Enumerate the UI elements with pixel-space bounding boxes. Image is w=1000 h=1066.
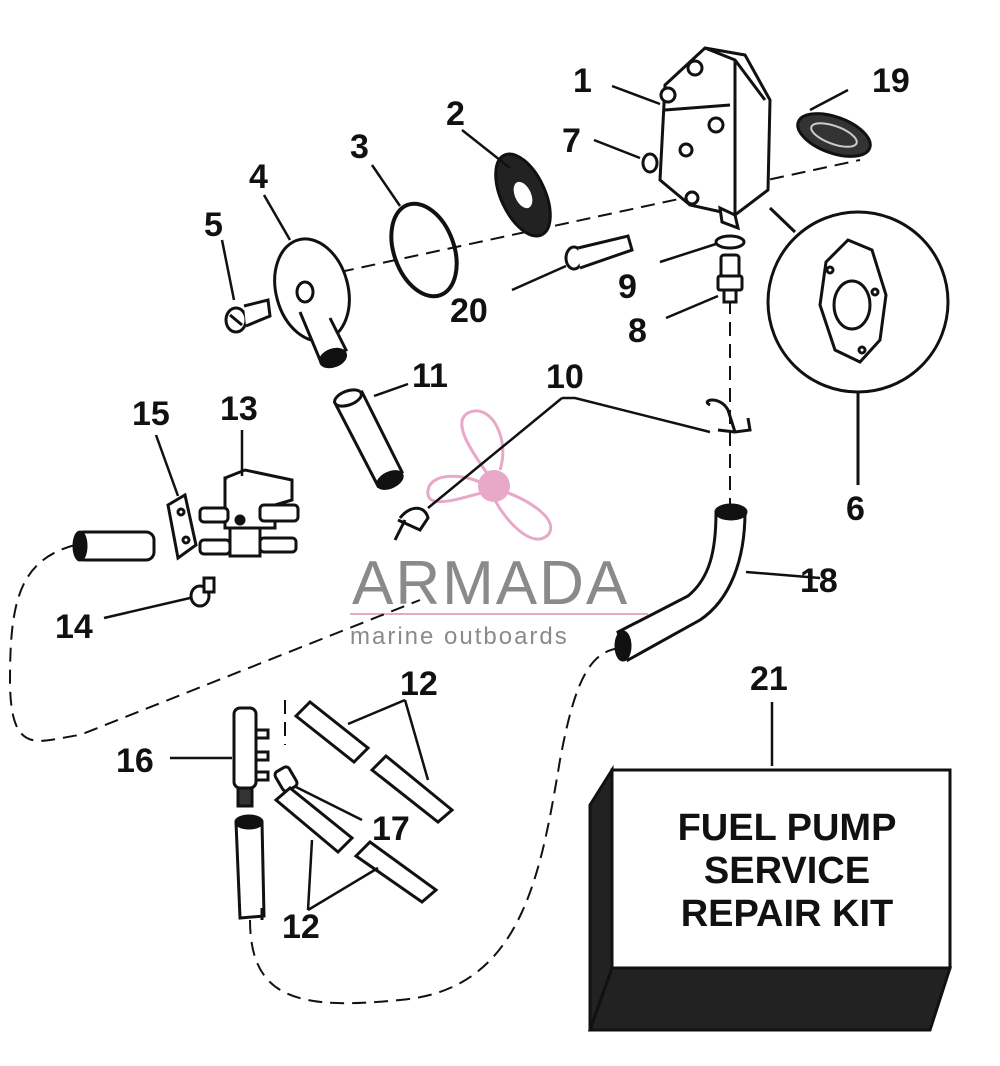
callout-3: 3 xyxy=(350,128,369,166)
leader-lines xyxy=(103,84,849,912)
callout-12-upper: 12 xyxy=(400,665,438,703)
callout-1: 1 xyxy=(573,62,592,100)
callout-10: 10 xyxy=(546,358,584,396)
callout-12-lower: 12 xyxy=(282,908,320,946)
callout-11: 11 xyxy=(412,357,448,395)
hose-18 xyxy=(614,503,748,663)
callout-20: 20 xyxy=(450,292,488,330)
callout-16: 16 xyxy=(116,742,154,780)
o-ring-9 xyxy=(714,234,746,250)
callout-13: 13 xyxy=(220,390,258,428)
hose-left xyxy=(72,530,156,562)
gasket-detail-6 xyxy=(766,206,950,485)
hose-clip-10-lower xyxy=(393,506,430,541)
fuel-filter-13 xyxy=(198,468,300,558)
watermark-brand: ARMADA xyxy=(352,549,629,618)
hoses-12 xyxy=(234,699,455,920)
kit-line-1: FUEL PUMP xyxy=(678,807,897,849)
callout-8: 8 xyxy=(628,312,647,350)
callout-19: 19 xyxy=(872,62,910,100)
pump-housing xyxy=(658,46,772,231)
callout-14: 14 xyxy=(55,608,93,646)
callout-5: 5 xyxy=(204,206,223,244)
kit-line-2: SERVICE xyxy=(704,850,870,892)
cap-17 xyxy=(273,765,299,793)
propeller-logo-icon xyxy=(426,409,552,541)
callout-18: 18 xyxy=(800,562,838,600)
connector-16 xyxy=(232,706,270,808)
repair-kit-box-21: FUEL PUMP SERVICE REPAIR KIT xyxy=(587,764,953,1032)
armada-watermark: ARMADA marine outboards xyxy=(350,409,648,650)
callout-6: 6 xyxy=(846,490,865,528)
assembly-centerlines xyxy=(8,159,861,1005)
gasket-19 xyxy=(796,112,872,158)
pump-cover-4 xyxy=(273,237,351,369)
callout-17: 17 xyxy=(372,810,410,848)
callout-4: 4 xyxy=(249,158,268,196)
o-ring-7 xyxy=(641,152,659,174)
screw-14 xyxy=(189,576,216,608)
screw-5 xyxy=(224,298,272,334)
hose-11 xyxy=(332,388,404,490)
callout-21: 21 xyxy=(750,660,788,698)
hose-clip-10-upper xyxy=(705,398,752,434)
fitting-8 xyxy=(716,253,744,304)
watermark-tagline: marine outboards xyxy=(350,623,569,650)
screw-20 xyxy=(564,234,634,271)
callout-numbers: 1 2 3 4 5 6 7 8 9 10 11 12 12 13 15 14 1… xyxy=(55,62,910,946)
diaphragm-ring-3 xyxy=(389,201,459,299)
callout-9: 9 xyxy=(618,268,637,306)
filter-screen-2 xyxy=(494,152,552,238)
callout-15: 15 xyxy=(132,395,170,433)
callout-2: 2 xyxy=(446,95,465,133)
gasket-15 xyxy=(166,492,198,561)
callout-7: 7 xyxy=(562,122,581,160)
kit-line-3: REPAIR KIT xyxy=(681,893,894,935)
